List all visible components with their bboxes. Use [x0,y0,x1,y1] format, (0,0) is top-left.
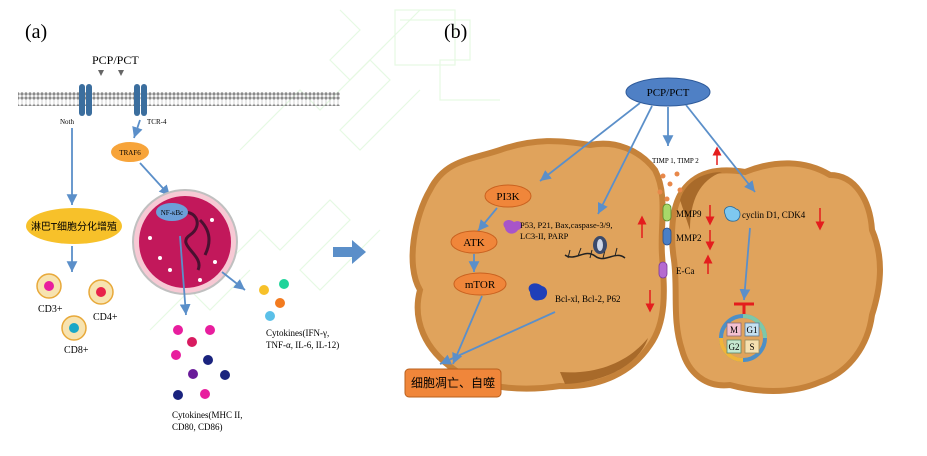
timp-dots [657,171,683,202]
cd4-label: CD4+ [93,312,118,323]
protein-icon-blue [528,283,548,301]
mtor-node [453,272,507,296]
arrow-traf6-to-nucleus [139,162,171,197]
differentiation-label: 淋巴T细胞分化增殖 [31,220,117,233]
mmp2-label: MMP2 [676,233,702,243]
outcome-box [404,368,502,398]
arrow-genes-to-outcome [439,311,556,365]
panel-b-label: (b) [444,21,467,43]
mmp2-icon [662,227,672,246]
cyclin-icon [724,206,741,222]
left-cell [409,138,667,392]
traf6-node [111,142,149,162]
cytokine-dots-2 [171,325,230,400]
nucleus [132,189,238,295]
cyclin-label: cyclin D1, CDK4 [742,210,806,220]
timp-label: TIMP 1, TIMP 2 [652,157,699,165]
stimulus-arrowhead-1 [98,70,104,76]
mtor-label: mTOR [465,279,496,291]
phase-g2: G2 [729,342,740,352]
panel-b-stimulus: PCP/PCT [647,87,690,99]
arrow-nucleus-to-cytokines [221,271,246,291]
cd3-cell [36,273,62,299]
cytokines-1-line2: TNF-α, IL-6, IL-12) [266,340,339,350]
cytokine-dots-1 [259,279,289,321]
tcr-receptor [134,84,147,116]
arrow-cyclin-to-cycle [739,227,751,301]
eca-icon [658,261,668,279]
arrow-tcr-to-traf6 [132,119,143,139]
pcp-pct-oval [625,77,711,107]
cd3-label: CD3+ [38,304,63,315]
outcome-label: 细胞凋亡、自噬 [411,375,495,390]
arrow-nucleus-to-mhc [179,235,191,316]
cd8-cell [61,315,87,341]
cytokines-2-line1: Cytokines(MHC II, [172,410,243,420]
cell-membrane [18,92,340,106]
phase-g1: G1 [747,325,758,335]
panel-a-label: (a) [25,21,47,43]
traf6-label: TRAF6 [119,149,141,157]
cd4-cell [88,279,114,305]
right-cell [669,160,883,394]
panel-a-stimulus: PCP/PCT [92,53,139,67]
cd8-label: CD8+ [64,345,89,356]
down-genes-label: Bcl-xl, Bcl-2, P62 [555,294,621,304]
phase-m: M [730,325,738,335]
noth-label: Noth [60,118,75,126]
protein-icon-purple [503,219,522,234]
arrow-pcp-to-apoptosis-genes [597,105,653,215]
up-genes-line2: LC3-II, PARP [520,231,569,241]
arrow-pcp-to-pi3k [539,102,641,182]
stimulus-arrowhead-2 [118,70,124,76]
arrow-mtor-to-outcome [452,295,483,365]
nfkb-node [156,203,188,221]
tcr-label: TCR-4 [147,118,167,126]
cytokines-1-line1: Cytokines(IFN-γ, [266,328,329,338]
mmp9-label: MMP9 [676,209,702,219]
arrow-pi3k-to-atk [477,207,498,232]
panel-transition-arrow [333,240,366,264]
noth-receptor [79,84,92,116]
cytokines-2-line2: CD80, CD86) [172,422,223,432]
nfkb-label: NF-κBc [161,209,184,217]
phase-s: S [749,342,754,352]
eca-label: E-Ca [676,266,695,276]
pi3k-label: PI3K [496,191,519,203]
cell-cycle-wheel [719,314,767,362]
atk-node [450,230,498,254]
differentiation-oval [26,208,122,244]
up-genes-line1: P53, P21, Bax,caspase-3/9, [520,220,613,230]
pi3k-node [484,184,532,208]
atk-label: ATK [463,237,484,249]
dna-ribosome-icon [564,236,626,260]
mmp9-icon [662,203,672,222]
